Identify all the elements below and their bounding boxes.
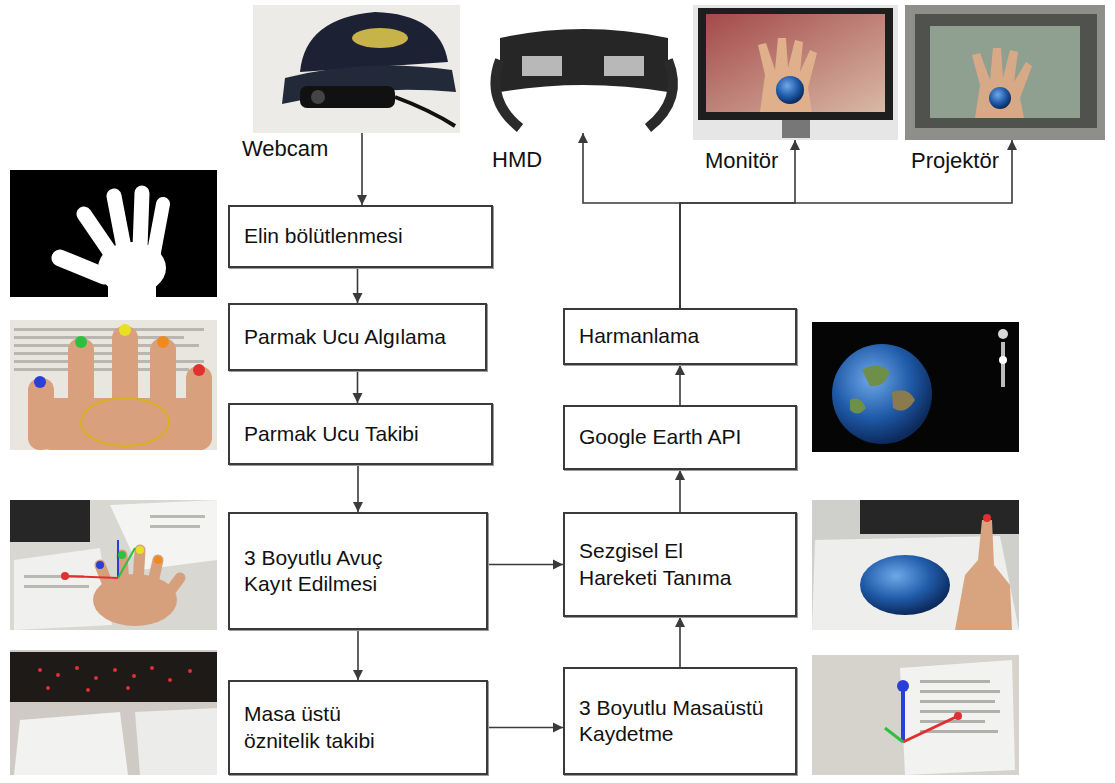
hmd-photo xyxy=(478,5,688,133)
arrow-head xyxy=(357,195,367,205)
step-label: 3 Boyutlu Masaüstü Kaydetme xyxy=(579,695,779,748)
image-frame: Monitör xyxy=(693,5,898,140)
arrow-head xyxy=(790,140,800,150)
connector-line xyxy=(488,564,563,566)
globe-photo xyxy=(812,322,1019,452)
webcam-photo xyxy=(253,5,460,133)
step-label: Masa üstü öznitelik takibi xyxy=(244,701,409,754)
arrow-head xyxy=(675,470,685,480)
process-box: 3 Boyutlu Masaüstü Kaydetme xyxy=(563,667,797,775)
arrow-head xyxy=(353,502,363,512)
device-caption: Monitör xyxy=(703,148,780,173)
flow-arrow xyxy=(353,268,363,303)
process-box: Elin bölütlenmesi xyxy=(228,205,493,268)
flow-arrow xyxy=(353,465,363,512)
arrow-head xyxy=(675,365,685,375)
step-label: Elin bölütlenmesi xyxy=(244,223,403,249)
arrow-head xyxy=(578,133,588,143)
process-box: Harmanlama xyxy=(563,308,797,365)
connector-line xyxy=(680,140,1012,308)
image-frame: Projektör xyxy=(905,5,1105,140)
arrow-head xyxy=(353,670,363,680)
step-label: Parmak Ucu Algılama xyxy=(244,324,446,350)
arrow-head xyxy=(553,560,563,570)
connector-line xyxy=(488,727,563,729)
flow-arrow xyxy=(353,630,363,680)
arrow-head xyxy=(353,293,363,303)
projector-photo xyxy=(905,5,1105,140)
palm-pose-photo xyxy=(10,500,217,630)
flow-arrow xyxy=(675,470,685,512)
process-box: Parmak Ucu Algılama xyxy=(228,303,487,371)
flow-arrow xyxy=(353,371,363,403)
device-caption: Projektör xyxy=(909,148,1001,173)
process-box: Masa üstü öznitelik takibi xyxy=(228,680,488,775)
device-caption: Webcam xyxy=(240,136,330,161)
device-caption: HMD xyxy=(490,147,544,172)
process-box: 3 Boyutlu Avuç Kayıt Edilmesi xyxy=(228,512,488,630)
flow-arrow xyxy=(488,723,563,733)
arrow-head xyxy=(675,617,685,627)
fingertip-photo xyxy=(10,320,217,450)
desk-pose-photo xyxy=(812,655,1019,775)
flow-arrow xyxy=(578,133,680,308)
process-box: Parmak Ucu Takibi xyxy=(228,403,493,465)
process-box: Sezgisel El Hareketi Tanıma xyxy=(563,512,797,617)
step-label: Google Earth API xyxy=(579,424,741,450)
connector-line xyxy=(361,133,363,205)
step-label: Sezgisel El Hareketi Tanıma xyxy=(579,538,741,591)
desk-features-photo xyxy=(10,650,217,775)
flow-arrow xyxy=(488,560,563,570)
flow-arrow xyxy=(680,140,800,308)
process-box: Google Earth API xyxy=(563,405,797,470)
flow-arrow xyxy=(675,365,685,405)
step-label: 3 Boyutlu Avuç Kayıt Edilmesi xyxy=(244,545,422,598)
step-label: Harmanlama xyxy=(579,323,699,349)
arrow-head xyxy=(1007,140,1017,150)
monitor-photo xyxy=(693,5,898,140)
image-frame: HMD xyxy=(478,5,688,133)
segmentation-photo xyxy=(10,170,217,297)
flow-arrow xyxy=(680,140,1017,308)
gesture-photo xyxy=(812,500,1019,630)
flow-arrow xyxy=(357,133,367,205)
flow-arrow xyxy=(675,617,685,667)
arrow-head xyxy=(553,723,563,733)
connector-line xyxy=(583,133,680,308)
image-frame: Webcam xyxy=(253,5,460,133)
step-label: Parmak Ucu Takibi xyxy=(244,421,419,447)
arrow-head xyxy=(353,393,363,403)
connector-line xyxy=(680,140,795,308)
